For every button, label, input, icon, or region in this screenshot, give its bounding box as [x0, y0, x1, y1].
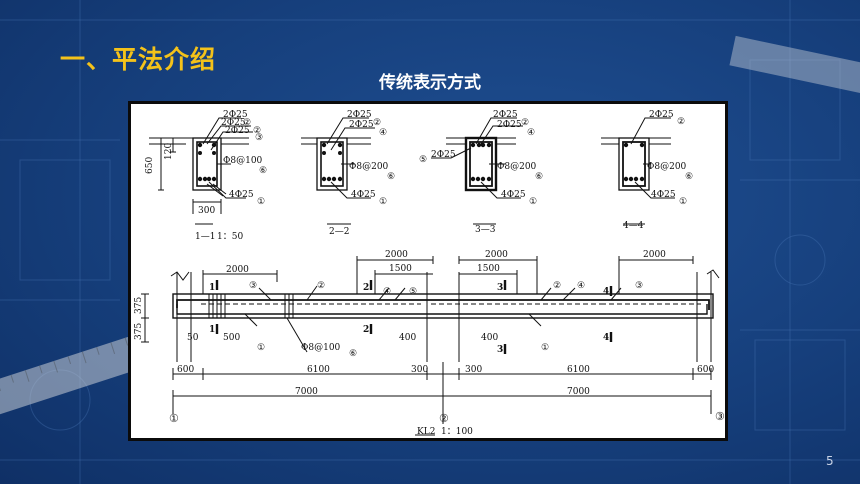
elev-dim-top-2: 2000: [385, 250, 408, 260]
s22-top-bars: 2Φ25: [347, 110, 372, 120]
sec-mark-4a: 4: [603, 287, 609, 297]
s44-callout-c: ⑥: [685, 172, 693, 182]
elev-dim-left-1: 375: [134, 297, 144, 314]
sec-mark-3a: 3: [497, 283, 503, 293]
s33-callout-side: ⑤: [419, 155, 427, 165]
s11-callout-b: ②: [253, 126, 261, 136]
s22-callout-b: ④: [379, 128, 387, 138]
s11-top-bars: 2Φ25: [223, 110, 248, 120]
s44-top-bars: 2Φ25: [649, 110, 674, 120]
elev-dim-400a: 400: [399, 333, 416, 343]
elev-callout-1b: ①: [541, 343, 549, 353]
ruler-decoration: [0, 333, 150, 415]
s44-bottom: 4Φ25: [651, 190, 676, 200]
s22-mid-bar: 2Φ25: [349, 120, 374, 130]
section-2-2: [301, 117, 375, 225]
elev-dim-b1-c: 300: [411, 365, 428, 375]
axis-2: ②: [439, 412, 449, 425]
elev-dim-50: 50: [187, 333, 199, 343]
elev-dim-b2-b: 7000: [567, 387, 590, 397]
s22-callout-a: ②: [373, 118, 381, 128]
s22-stirrup: Φ8@200: [349, 162, 389, 172]
sec-mark-4b: 4: [603, 333, 609, 343]
elev-dim-500: 500: [223, 333, 240, 343]
axis-3: ③: [715, 410, 725, 423]
elev-dim-b2-a: 7000: [295, 387, 318, 397]
s33-side-bar: 2Φ25: [431, 150, 456, 160]
s33-callout-b: ④: [527, 128, 535, 138]
elev-dim-b1-a: 600: [177, 365, 194, 375]
s33-stirrup: Φ8@200: [497, 162, 537, 172]
sec-mark-1b: 1: [209, 325, 215, 335]
elev-dim-b1-d: 300: [465, 365, 482, 375]
beam-elevation: [141, 256, 720, 424]
s11-dim-width: 300: [198, 206, 215, 216]
s44-callout-a: ②: [677, 117, 685, 127]
s11-callout-e: ①: [257, 197, 265, 207]
elevation-scale: 1：100: [441, 427, 473, 437]
beam-drawing: 2Φ25 2Φ25 2Φ25 ② ② ③ Φ8@100 ⑥ 4Φ25 ① 650…: [134, 110, 725, 437]
s33-mid-bar: 2Φ25: [497, 120, 522, 130]
sec-mark-2b: 2: [363, 325, 369, 335]
section-3-3: [431, 117, 523, 225]
s22-bottom: 4Φ25: [351, 190, 376, 200]
s33-bottom: 4Φ25: [501, 190, 526, 200]
page-number: 5: [826, 454, 834, 468]
s33-top-bars: 2Φ25: [493, 110, 518, 120]
elev-callout-6: ⑥: [349, 349, 357, 359]
s44-stirrup: Φ8@200: [647, 162, 687, 172]
s22-label: 2—2: [329, 227, 349, 237]
elev-dim-top-5: 1500: [477, 264, 500, 274]
s11-dim-height: 650: [145, 157, 155, 174]
s11-callout-c: ③: [255, 133, 263, 143]
s22-callout-d: ①: [379, 197, 387, 207]
s44-label: 4—4: [623, 221, 644, 231]
s11-mid-bar2: 2Φ25: [225, 126, 250, 136]
s11-callout-d: ⑥: [259, 166, 267, 176]
s33-callout-a: ②: [521, 118, 529, 128]
elev-dim-400b: 400: [481, 333, 498, 343]
s33-callout-d: ①: [529, 197, 537, 207]
elev-callout-2b: ②: [553, 281, 561, 291]
axis-1: ①: [169, 412, 179, 425]
elev-dim-b1-b: 6100: [307, 365, 330, 375]
elev-dim-left-2: 375: [134, 323, 144, 340]
elev-callout-1a: ①: [257, 343, 265, 353]
s11-scale: 1：50: [217, 232, 243, 242]
slide-title: 一、平法介绍: [60, 45, 217, 74]
elev-callout-4a: ④: [383, 287, 391, 297]
elev-dim-b1-f: 600: [697, 365, 714, 375]
elev-dim-top-1: 2000: [226, 265, 249, 275]
elev-dim-b1-e: 6100: [567, 365, 590, 375]
s44-callout-d: ①: [679, 197, 687, 207]
s11-dim-120: 120: [164, 143, 174, 160]
s33-callout-c: ⑥: [535, 172, 543, 182]
s33-label: 3—3: [475, 225, 496, 235]
s11-callout-a: ②: [243, 118, 251, 128]
elev-callout-3a: ③: [249, 281, 257, 291]
sec-mark-2a: 2: [363, 283, 369, 293]
sec-mark-1a: 1: [209, 283, 215, 293]
drawing-panel: 2Φ25 2Φ25 2Φ25 ② ② ③ Φ8@100 ⑥ 4Φ25 ① 650…: [128, 101, 728, 441]
section-4-4: [601, 117, 675, 225]
elev-stirrup-note: Φ8@100: [301, 343, 341, 353]
elev-callout-2a: ②: [317, 281, 325, 291]
section-1-1: [149, 117, 253, 225]
elev-callout-4b: ④: [577, 281, 585, 291]
elevation-label: KL2: [417, 427, 435, 437]
s11-label: 1—1: [195, 232, 215, 242]
elev-dim-top-6: 2000: [643, 250, 666, 260]
s11-bottom: 4Φ25: [229, 190, 254, 200]
slide-subtitle: 传统表示方式: [379, 73, 481, 93]
elev-dim-top-4: 2000: [485, 250, 508, 260]
sec-mark-3b: 3: [497, 345, 503, 355]
elev-callout-5: ⑤: [409, 287, 417, 297]
s22-callout-c: ⑥: [387, 172, 395, 182]
s11-mid-bar1: 2Φ25: [221, 118, 246, 128]
elev-dim-top-3: 1500: [389, 264, 412, 274]
elev-callout-3b: ③: [635, 281, 643, 291]
s11-stirrup: Φ8@100: [223, 156, 263, 166]
